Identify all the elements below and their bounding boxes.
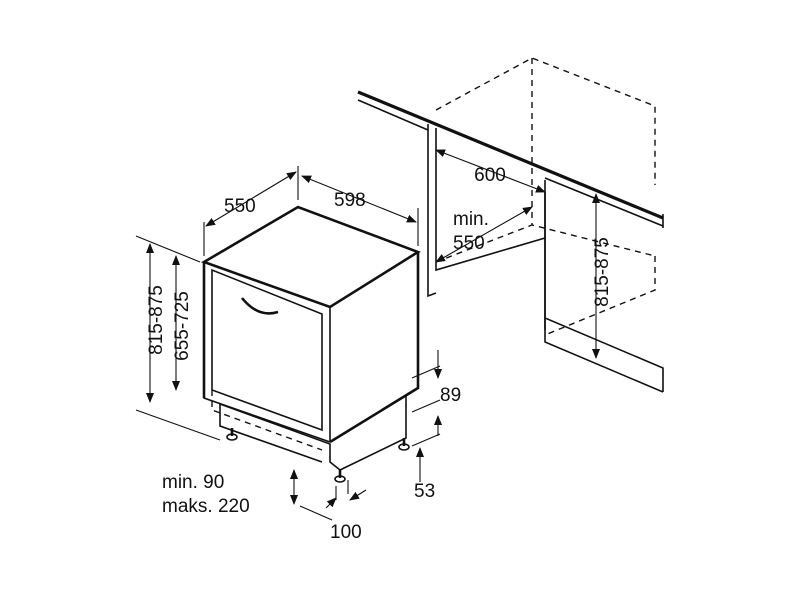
niche-height-dimension: 815-875 <box>592 193 613 359</box>
niche-cabinet <box>357 57 664 393</box>
depth-label: 550 <box>224 196 256 217</box>
plinth-min-label: min. 90 <box>162 472 224 493</box>
niche-depth-dimension: min. 550 <box>435 206 533 263</box>
depth-dimension: 550 <box>203 166 299 256</box>
width-label: 598 <box>334 190 366 211</box>
width-dimension: 598 <box>301 175 419 246</box>
dishwasher-body <box>200 205 421 483</box>
plinth-max-label: maks. 220 <box>162 496 250 517</box>
door-height-dimension: 655-725 <box>172 255 193 391</box>
niche-width-label: 600 <box>474 165 506 186</box>
niche-width-dimension: 600 <box>435 149 546 193</box>
plinth-89-label: 89 <box>440 385 461 406</box>
plinth-89-53-dimension: 89 53 <box>411 350 461 502</box>
appliance-height-dimension: 815-875 <box>135 235 221 441</box>
niche-height-label: 815-875 <box>592 237 613 307</box>
plinth-53-label: 53 <box>414 481 435 502</box>
niche-depth-prefix: min. <box>453 209 489 230</box>
plinth-height-depth-dimension: min. 90 maks. 220 100 <box>162 469 367 543</box>
door-height-label: 655-725 <box>172 291 193 361</box>
appliance-height-label: 815-875 <box>146 285 167 355</box>
niche-depth-value: 550 <box>453 233 485 254</box>
plinth-depth-label: 100 <box>330 522 362 543</box>
